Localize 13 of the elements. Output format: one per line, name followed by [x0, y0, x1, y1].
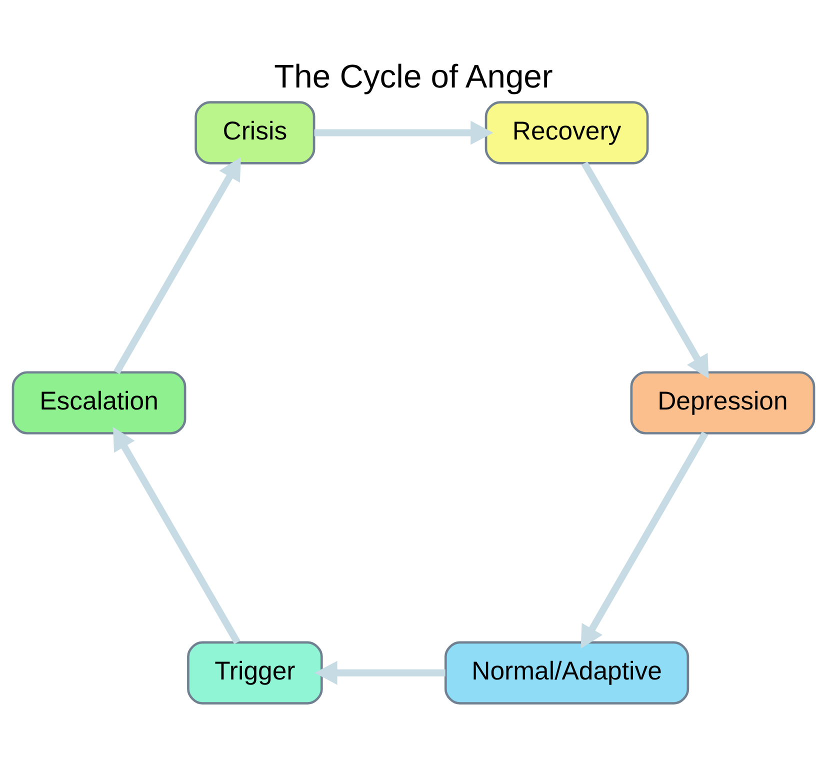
node-box: Crisis: [194, 100, 316, 164]
arrow: [114, 156, 241, 374]
node-box: Normal/Adaptive: [444, 640, 690, 704]
node-box: Trigger: [187, 640, 323, 704]
arrow: [314, 660, 446, 684]
arrow: [581, 160, 709, 378]
node-box: Depression: [630, 370, 816, 434]
diagram-title: The Cycle of Anger: [274, 57, 553, 94]
node-box: Recovery: [484, 100, 649, 164]
arrow: [113, 426, 240, 644]
arrow: [314, 120, 494, 144]
arrow: [580, 431, 708, 648]
node-box: Escalation: [12, 370, 186, 434]
